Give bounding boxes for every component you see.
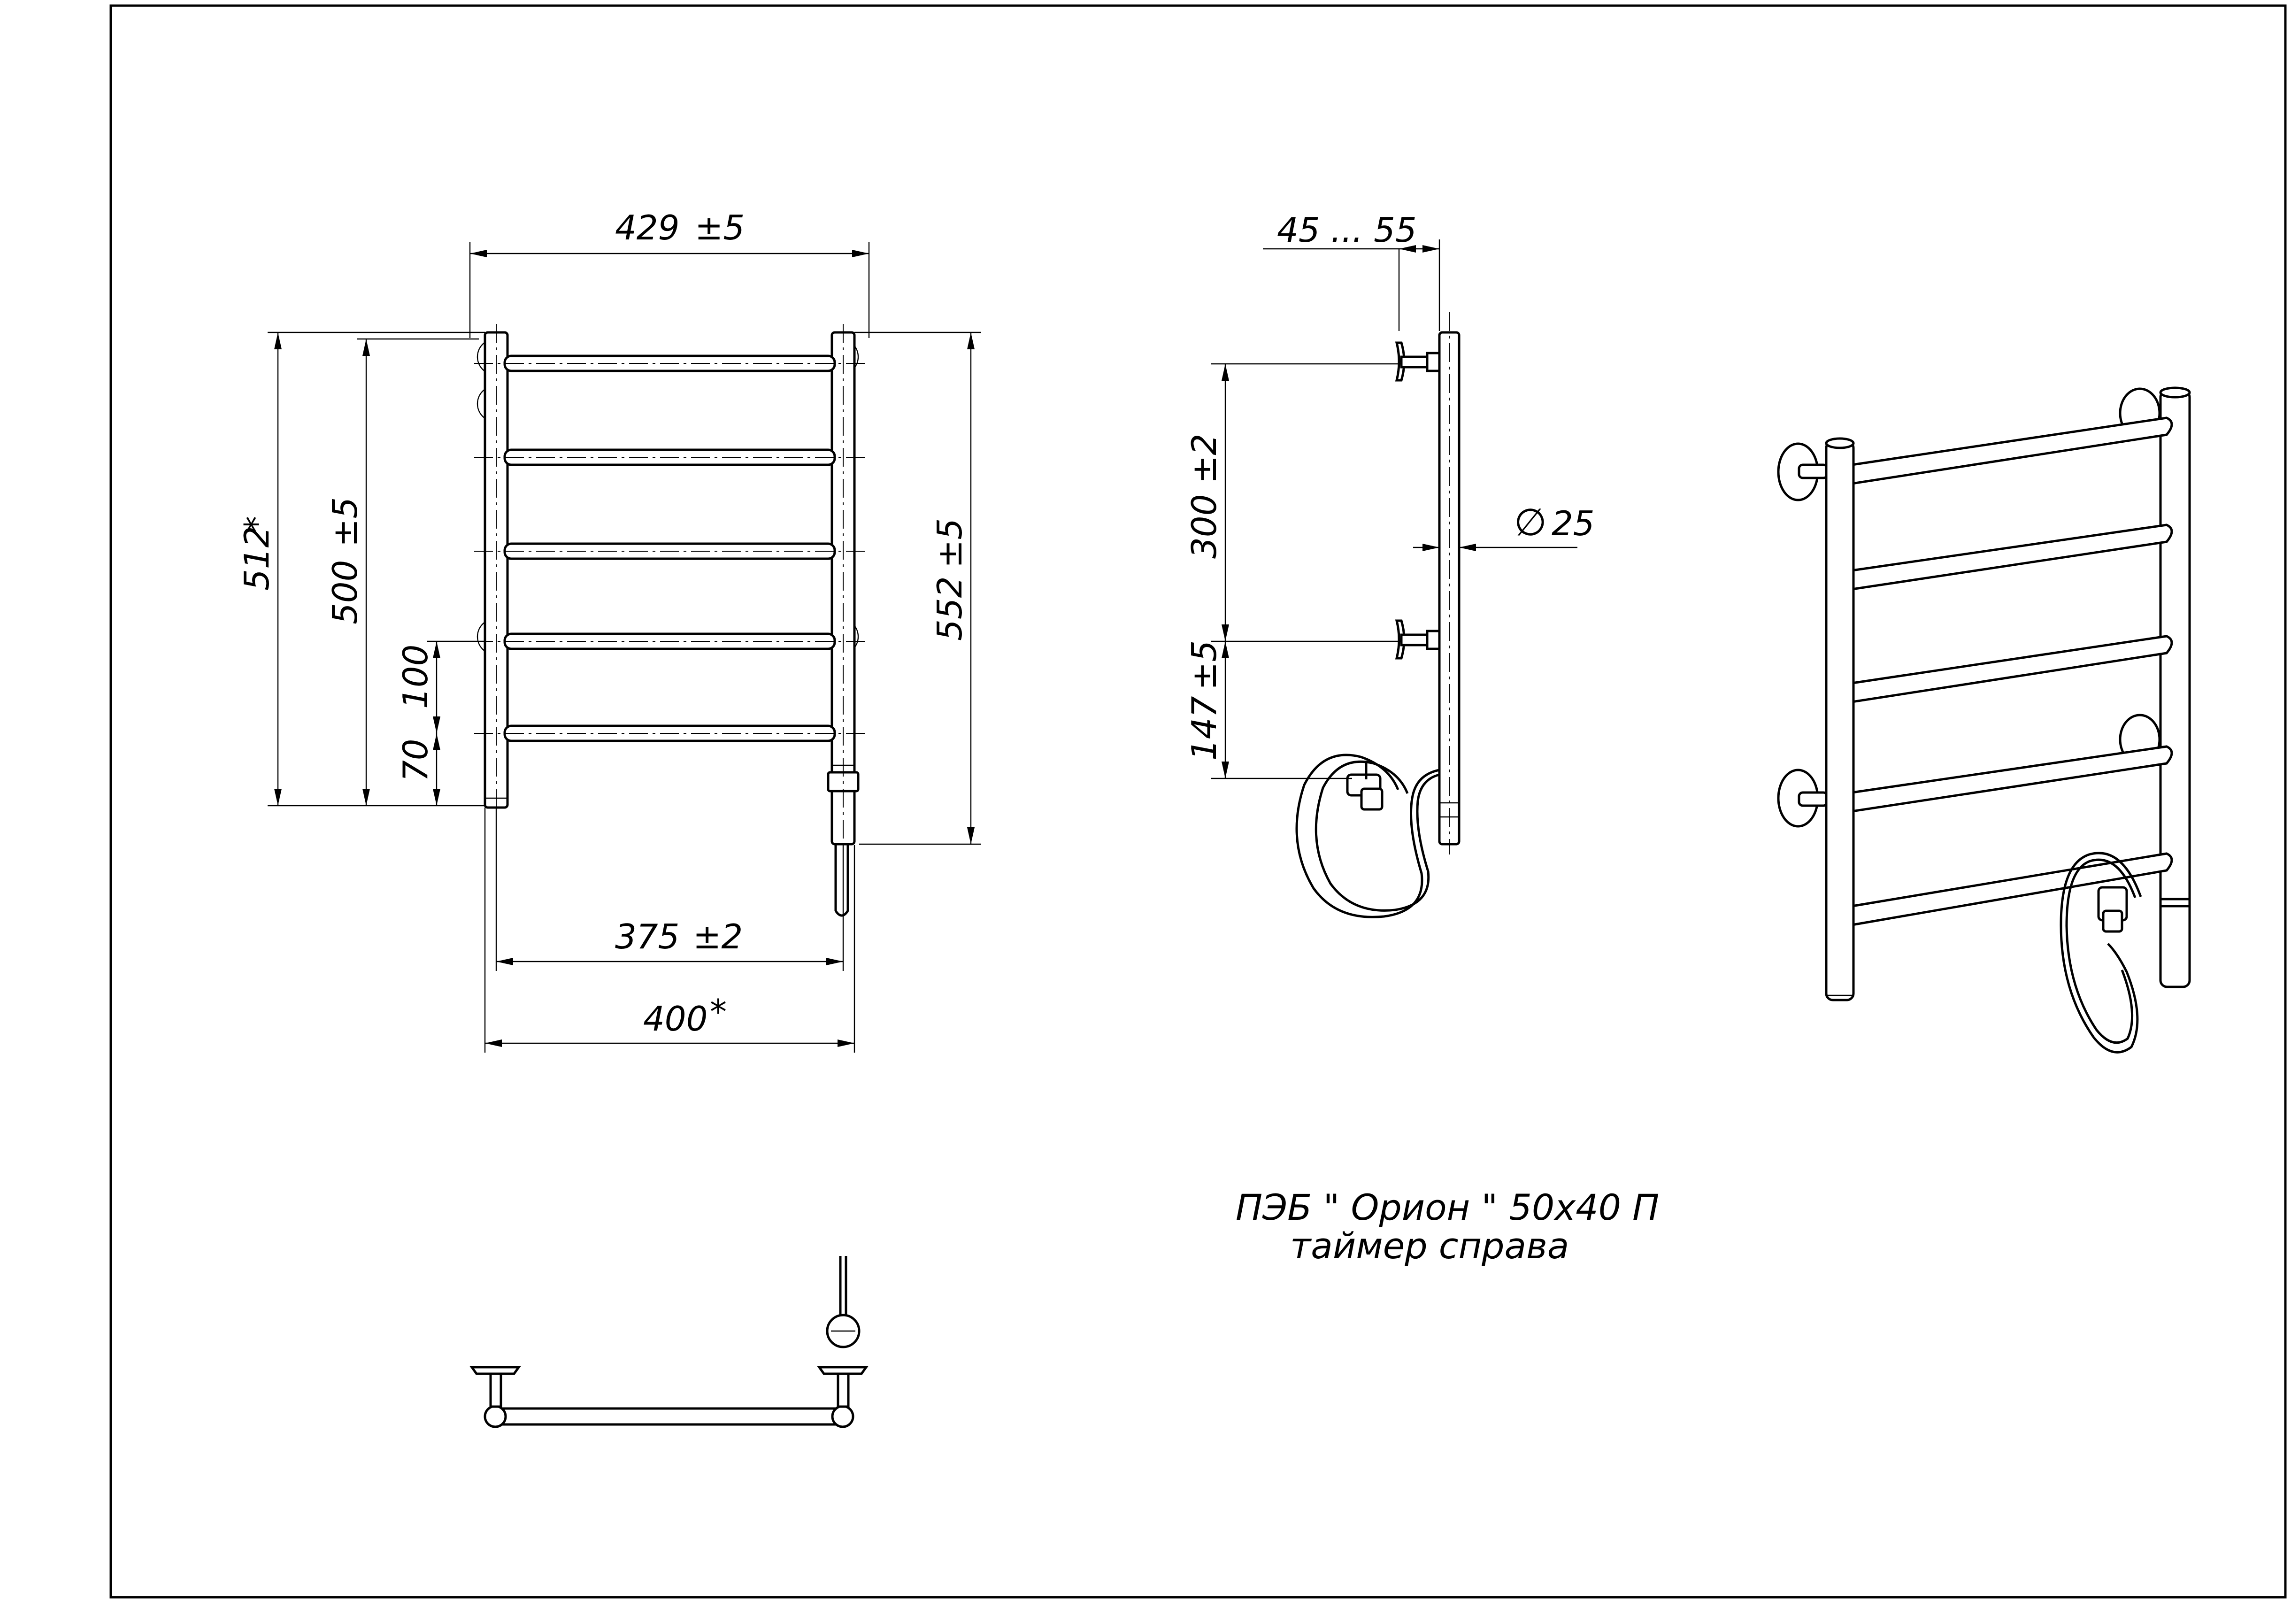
dim-lower-tol: ±5 [1184,640,1224,690]
front-centerlines [474,324,869,854]
dim-top-width: 429 [615,208,679,247]
dim-left-total-mark: * [237,516,277,533]
dim-step-100: 100 [396,645,435,709]
top-view [469,1256,869,1428]
isometric-view [1777,386,2191,1054]
dim-left-mount: 500 [325,560,365,624]
dim-offset: 45 ... 55 [1277,210,1417,250]
dim-bottom-outer: 400 [643,999,707,1039]
dim-lower: 147 [1184,696,1224,761]
lower-bracket [1395,619,1441,660]
dim-mount-spacing-tol: ±2 [1184,434,1224,484]
drawing-frame [109,4,2287,1599]
diameter-symbol: ∅ [1514,500,1547,544]
dim-mount-spacing: 300 [1184,494,1224,559]
side-view: 45 ... 55 300 ±2 147 ±5 ∅ 25 [1184,210,1595,918]
iso-crossbars [1851,416,2173,926]
wall-flanges [477,338,859,655]
upper-bracket [1395,341,1441,382]
dim-left-total: 512 [237,526,277,591]
iso-cable [2060,852,2142,1054]
dim-step-70: 70 [396,739,435,782]
crossbars [503,354,836,742]
dim-top-width-tol: ±5 [695,208,745,247]
dim-right-total: 552 [930,577,969,641]
dim-bottom-inner: 375 [615,917,679,956]
drawing-title-line1: ПЭБ " Орион " 50х40 П [1236,1186,1659,1228]
front-dimensions [268,242,981,1053]
dim-right-total-tol: ±5 [930,518,969,568]
dim-tube-diameter: 25 [1552,504,1595,543]
front-view: 429 ±5 375 ±2 400 * 512 * 500 ±5 100 70 … [237,208,981,1053]
drawing-title-line2: таймер справа [1290,1225,1569,1267]
cable-loop [1295,754,1440,918]
dim-bottom-inner-tol: ±2 [693,917,743,956]
side-dimensions [1211,239,1577,779]
dim-left-mount-tol: ±5 [325,497,365,547]
dim-bottom-outer-mark: * [710,992,727,1031]
